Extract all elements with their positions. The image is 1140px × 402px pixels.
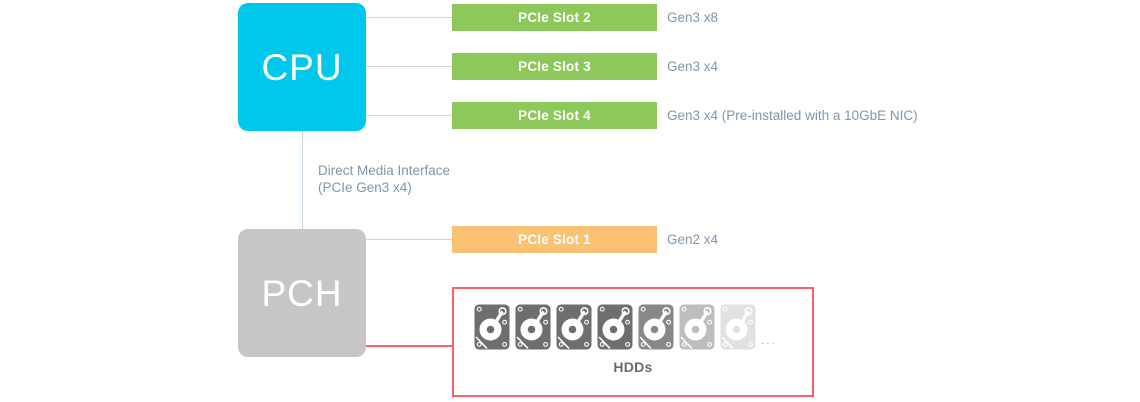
hdd-icon [474,304,510,350]
pcie-slot-2-description: Gen3 x8 [667,10,719,25]
hdd-icon [597,304,633,350]
hdd-icon [556,304,592,350]
hdd-ellipsis: ... [761,332,777,347]
hdd-icon [720,304,756,350]
dmi-label-line-1: Direct Media Interface [318,163,451,178]
cpu-label: CPU [261,46,343,88]
dmi-label: Direct Media Interface (PCIe Gen3 x4) [318,162,450,196]
hdd-group-label: HDDs [613,359,653,375]
pcie-slot-1-description: Gen2 x4 [667,232,719,247]
connector-cpu-to-slot-2 [366,17,452,18]
pcie-slot-4-description: Gen3 x4 (Pre-installed with a 10GbE NIC) [667,108,918,123]
pcie-slot-3-description: Gen3 x4 [667,59,719,74]
cpu-block: CPU [238,3,366,131]
connector-cpu-to-slot-4 [366,115,452,116]
pcie-slot-3-bar: PCIe Slot 3 [452,53,657,80]
pcie-slot-4-bar: PCIe Slot 4 [452,102,657,129]
pch-block: PCH [238,229,366,357]
connector-pch-to-hdds [366,345,454,347]
pch-label: PCH [261,272,343,314]
pcie-slot-3-label: PCIe Slot 3 [518,59,591,74]
pcie-slot-1-label: PCIe Slot 1 [518,232,591,247]
hdd-icon [679,304,715,350]
dmi-label-line-2: (PCIe Gen3 x4) [318,180,412,195]
pcie-slot-2-label: PCIe Slot 2 [518,10,591,25]
hdd-icon [515,304,551,350]
hdd-icon [638,304,674,350]
hdd-icon-row: ... [474,304,776,350]
pcie-slot-4-label: PCIe Slot 4 [518,108,591,123]
pcie-slot-1-bar: PCIe Slot 1 [452,226,657,253]
connector-cpu-to-pch-dmi [302,131,303,229]
pcie-slot-2-bar: PCIe Slot 2 [452,4,657,31]
connector-cpu-to-slot-3 [366,66,452,67]
hdd-group: ... HDDs [452,287,814,397]
connector-pch-to-slot-1 [366,239,452,240]
